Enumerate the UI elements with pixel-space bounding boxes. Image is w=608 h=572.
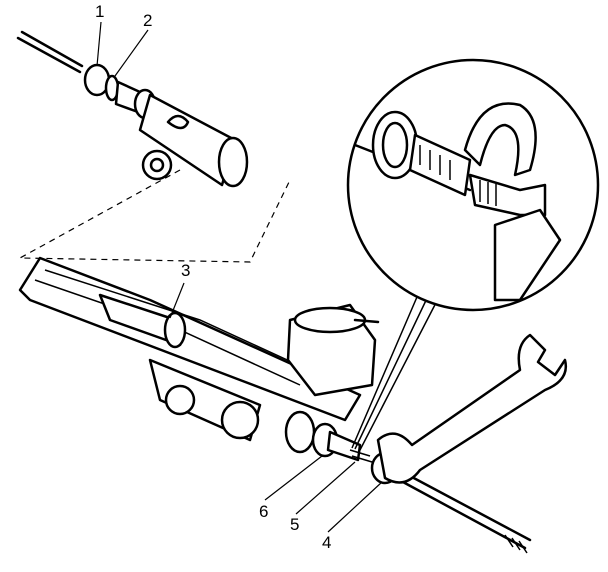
detail-leader-dashed: [17, 169, 291, 263]
open-end-wrench: [376, 333, 568, 484]
magnifier-leader: [351, 289, 441, 451]
callout-2: 2: [143, 11, 153, 30]
inset-detail-circle: [346, 58, 600, 312]
upper-tie-rod-detail: [16, 30, 249, 188]
callout-6: 6: [259, 502, 269, 521]
callout-5: 5: [290, 515, 300, 534]
callout-1: 1: [95, 2, 105, 21]
rack-and-pinion-housing: [18, 256, 380, 462]
callout-3: 3: [181, 261, 191, 280]
callout-4: 4: [322, 533, 332, 552]
